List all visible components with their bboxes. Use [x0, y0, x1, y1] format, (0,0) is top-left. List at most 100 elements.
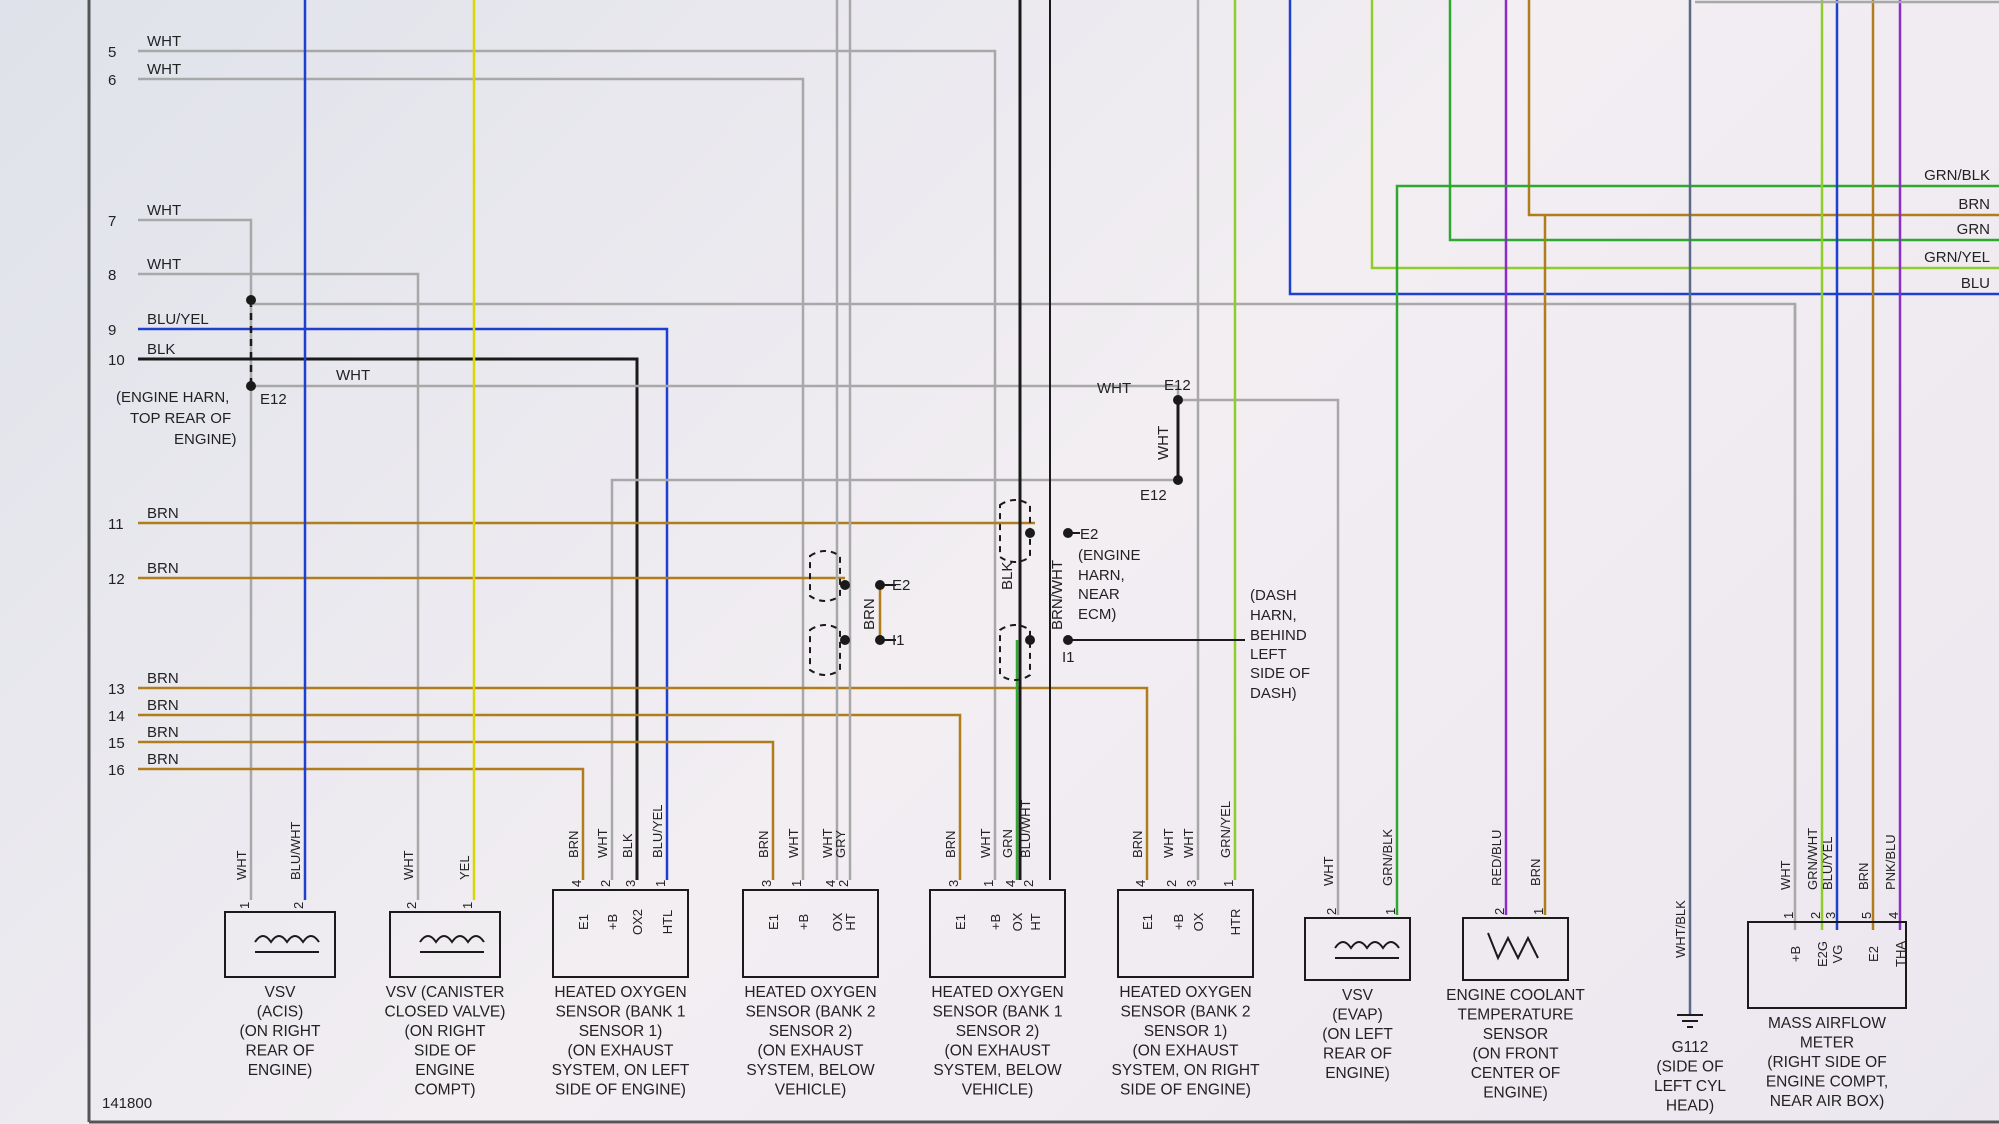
wire-number: 5: [108, 44, 116, 61]
component-caption: SENSOR 1): [1144, 1023, 1228, 1040]
component-wire-label: WHT: [401, 850, 416, 880]
coil-symbol: [419, 935, 485, 944]
component-caption: VEHICLE): [962, 1082, 1034, 1099]
right-wire-label: BRN: [1958, 196, 1990, 213]
component-caption: ENGINE: [415, 1062, 474, 1079]
terminal-name: +B: [1171, 914, 1186, 930]
component-wire-label: BRN: [1130, 831, 1145, 858]
right-wire-label: GRN: [1957, 221, 1990, 238]
thermistor-symbol: [1487, 932, 1539, 961]
wire-number: 9: [108, 322, 116, 339]
component-caption: COMPT): [414, 1082, 475, 1099]
pin-number: 3: [759, 880, 774, 887]
component-wire-label: GRY: [833, 830, 848, 858]
component-caption: VEHICLE): [775, 1082, 847, 1099]
component-wire-label: WHT: [595, 828, 610, 858]
pin-number: 4: [1003, 880, 1018, 887]
pin-number: 1: [1383, 908, 1398, 915]
component-caption: HEATED OXYGEN: [744, 984, 876, 1001]
pin-number: 1: [653, 880, 668, 887]
e12-label-c: E12: [1140, 487, 1167, 504]
component-caption: SENSOR (BANK 1: [932, 1004, 1062, 1021]
brn-vert-label: BRN: [861, 598, 878, 630]
brnwht-vert-label: BRN/WHT: [1049, 560, 1066, 630]
wire-number: 6: [108, 72, 116, 89]
pin-number: 3: [1823, 912, 1838, 919]
wire-code-label: BLU/YEL: [147, 311, 209, 328]
ground-symbol: [1677, 1014, 1703, 1028]
component-caption: REAR OF: [1323, 1046, 1392, 1063]
pin-number: 1: [1531, 908, 1546, 915]
component-caption: SENSOR 1): [579, 1023, 663, 1040]
terminal-name: E2G: [1815, 941, 1830, 967]
terminal-name: HTL: [660, 910, 675, 935]
component-caption: (ON EXHAUST: [945, 1043, 1051, 1060]
terminal-name: E1: [576, 914, 591, 930]
component-wire-label: BRN: [756, 831, 771, 858]
component-wire-label: GRN/WHT: [1805, 828, 1820, 890]
terminal-name: HTR: [1228, 909, 1243, 936]
component-box: [1304, 917, 1411, 981]
pin-number: 2: [1164, 880, 1179, 887]
pin-number: 3: [946, 880, 961, 887]
component-wire-label: WHT: [978, 828, 993, 858]
component-wire-label: BRN: [1528, 859, 1543, 886]
wire-number: 15: [108, 735, 125, 752]
wire-8: [138, 272, 420, 900]
terminal-name: OX2: [630, 909, 645, 935]
terminal-name: OX: [1191, 912, 1206, 931]
component-caption: (ON EXHAUST: [1133, 1043, 1239, 1060]
e2-label-a: E2: [1080, 526, 1098, 543]
wire-code-label: BRN: [147, 670, 179, 687]
wire-code-label: BLK: [147, 341, 175, 358]
terminal-name: +B: [1788, 946, 1803, 962]
wire-number: 7: [108, 213, 116, 230]
component-caption: CENTER OF: [1471, 1065, 1561, 1082]
pin-number: 4: [1133, 880, 1148, 887]
component-wire-label: RED/BLU: [1489, 830, 1504, 886]
pin-number: 2: [598, 880, 613, 887]
wire-code-label: BRN: [147, 697, 179, 714]
component-wire-label: WHT: [234, 850, 249, 880]
component-box: [742, 889, 879, 978]
component-caption: SENSOR (BANK 1: [555, 1004, 685, 1021]
i1-label-a: I1: [892, 632, 905, 649]
pin-number: 1: [237, 902, 252, 909]
wht-e12-label: WHT: [1097, 380, 1131, 397]
component-wire-label: BRN: [943, 831, 958, 858]
pin-number: 2: [1492, 908, 1507, 915]
wire-brn-right: [1527, 0, 1999, 217]
wire-code-label: BRN: [147, 505, 179, 522]
terminal-name: E1: [953, 914, 968, 930]
component-wire-label: WHT: [1778, 860, 1793, 890]
e2-label-b: E2: [892, 577, 910, 594]
pin-number: 2: [404, 902, 419, 909]
e12-label-a: E12: [260, 391, 287, 408]
component-caption: G112: [1672, 1039, 1709, 1056]
component-box: [1462, 917, 1569, 981]
component-wire-label: BLK: [620, 833, 635, 858]
terminal-name: HT: [1028, 913, 1043, 930]
dash-harn-6: DASH): [1250, 685, 1297, 702]
component-wire-label: BLU/WHT: [1018, 799, 1033, 858]
component-caption: SIDE OF ENGINE): [555, 1082, 686, 1099]
e12-label-b: E12: [1164, 377, 1191, 394]
diagram-frame: [87, 0, 1999, 1124]
wire-number: 8: [108, 267, 116, 284]
pin-number: 1: [460, 902, 475, 909]
component-box: [1117, 889, 1254, 978]
pin-number: 4: [1886, 912, 1901, 919]
wire-code-label: WHT: [147, 202, 181, 219]
terminal-name: OX: [1010, 912, 1025, 931]
component-wire-label: WHT: [1321, 856, 1336, 886]
engine-harn-ecm-2: HARN,: [1078, 567, 1125, 584]
engine-harn-ecm-4: ECM): [1078, 606, 1116, 623]
terminal-name: +B: [988, 914, 1003, 930]
component-wire-label: WHT/BLK: [1673, 900, 1688, 958]
component-caption: (ACIS): [257, 1004, 304, 1021]
blk-vert-label: BLK: [999, 562, 1016, 590]
